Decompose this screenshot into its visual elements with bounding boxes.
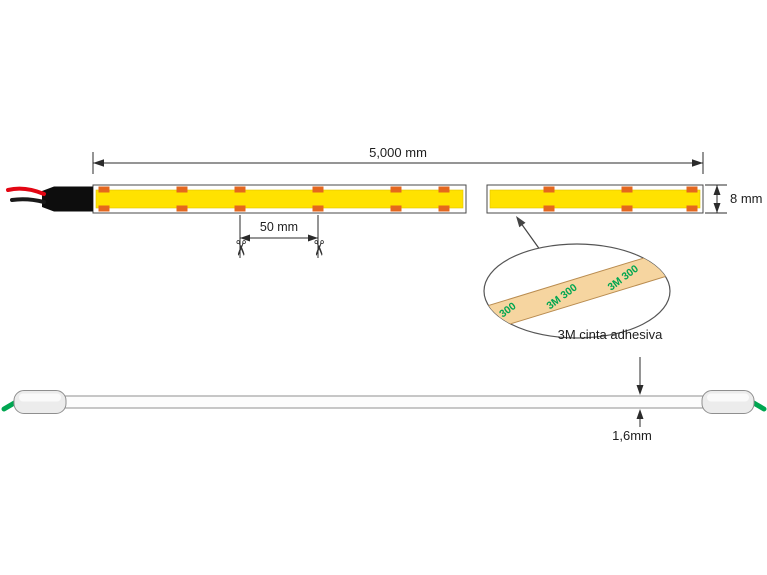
width-dimension: 8 mm [705,184,763,214]
solder-pad [686,186,698,193]
arrowhead-right [308,234,318,242]
arrowhead-down [713,203,721,213]
solder-pad [621,205,633,212]
solder-pad [621,186,633,193]
solder-pad [98,186,110,193]
solder-pad [312,205,324,212]
adhesive-caption: 3M cinta adhesiva [558,327,664,342]
solder-pad [234,205,246,212]
strip-side-view [1,390,767,414]
phosphor-band-segment-2 [489,189,701,209]
power-connector [42,186,93,212]
solder-pad [390,186,402,193]
thickness-dimension: 1,6mm [612,357,652,443]
arrowhead-left [240,234,250,242]
cut-interval-label: 50 mm [260,220,298,234]
solder-pad [98,205,110,212]
scissors-icon: ✂ [307,239,330,257]
arrowhead-right [692,159,703,167]
black-wire [10,197,46,204]
solder-pads [98,186,698,212]
scissors-icon: ✂ [229,239,252,257]
solder-pad [176,186,188,193]
solder-pad [438,186,450,193]
solder-pad [234,186,246,193]
solder-pad [438,205,450,212]
callout-arrowhead [516,216,526,228]
arrowhead-up [713,185,721,195]
red-wire [6,186,46,196]
arrowhead-left [93,159,104,167]
cob-phosphor-band [95,189,701,209]
end-cap-right-highlight [707,393,749,402]
width-label: 8 mm [730,191,763,206]
solder-pad [686,205,698,212]
cut-dimension: 50 mm ✂ ✂ [229,215,330,258]
length-dimension: 5,000 mm [92,145,704,174]
arrowhead-up [636,409,644,419]
lens-content: 3M 300 3M 300 3M 300 [484,244,670,338]
thickness-label: 1,6mm [612,428,652,443]
solder-pad [390,205,402,212]
strip-side-body [59,395,709,409]
end-cap-left-highlight [19,393,61,402]
strip-top-view [6,184,704,214]
solder-pad [543,186,555,193]
solder-pad [543,205,555,212]
arrowhead-down [636,385,644,395]
adhesive-callout: 3M 300 3M 300 3M 300 3M cinta adhesiva [483,216,671,342]
adhesive-tape-band [484,244,670,338]
length-label: 5,000 mm [369,145,427,160]
phosphor-band-segment-1 [95,189,464,209]
solder-pad [312,186,324,193]
solder-pad [176,205,188,212]
